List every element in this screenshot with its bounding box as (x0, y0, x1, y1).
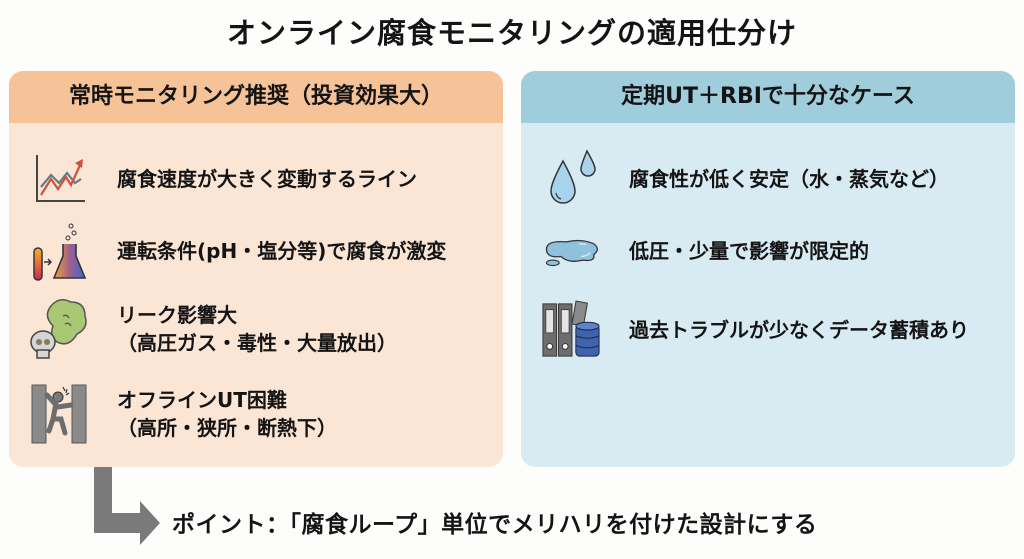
toxic-gas-skull-icon (29, 299, 89, 359)
list-item: オフラインUT困難 （高所・狭所・断熱下） (29, 381, 337, 447)
item-text: 運転条件(pH・塩分等)で腐食が激変 (117, 239, 447, 263)
elbow-arrow-icon (94, 467, 164, 551)
item-text: 過去トラブルが少なくデータ蓄積あり (629, 318, 969, 342)
item-text: 腐食速度が大きく変動するライン (117, 167, 417, 191)
panel-header: 定期UT＋RBIで十分なケース (521, 71, 1015, 123)
panel-header: 常時モニタリング推奨（投資効果大） (9, 71, 503, 123)
list-item: 運転条件(pH・塩分等)で腐食が激変 (29, 217, 446, 285)
item-text: 低圧・少量で影響が限定的 (629, 239, 869, 263)
binders-database-icon (541, 300, 601, 360)
test-tube-flask-icon (29, 221, 89, 281)
worker-narrow-space-icon (29, 384, 89, 444)
item-text: オフラインUT困難 （高所・狭所・断熱下） (117, 388, 337, 440)
water-drops-icon (541, 149, 601, 209)
list-item: 腐食性が低く安定（水・蒸気など） (541, 149, 949, 209)
list-item: 腐食速度が大きく変動するライン (29, 149, 417, 209)
page-title: オンライン腐食モニタリングの適用仕分け (226, 16, 797, 50)
list-item: 過去トラブルが少なくデータ蓄積あり (541, 297, 969, 363)
item-text: リーク影響大 （高圧ガス・毒性・大量放出） (117, 303, 397, 355)
puddle-icon (541, 221, 601, 281)
item-text: 腐食性が低く安定（水・蒸気など） (629, 167, 949, 191)
list-item: 低圧・少量で影響が限定的 (541, 221, 869, 281)
periodic-ut-rbi-panel: 定期UT＋RBIで十分なケース 腐食性が低く安定（水・蒸気など） 低圧・少量で影… (521, 71, 1015, 467)
list-item: リーク影響大 （高圧ガス・毒性・大量放出） (29, 296, 397, 362)
key-point-text: ポイント：「腐食ループ」単位でメリハリを付けた設計にする (172, 512, 818, 538)
trend-chart-icon (29, 149, 89, 209)
continuous-monitoring-panel: 常時モニタリング推奨（投資効果大） 腐食速度が大きく変動するライン (9, 71, 503, 467)
